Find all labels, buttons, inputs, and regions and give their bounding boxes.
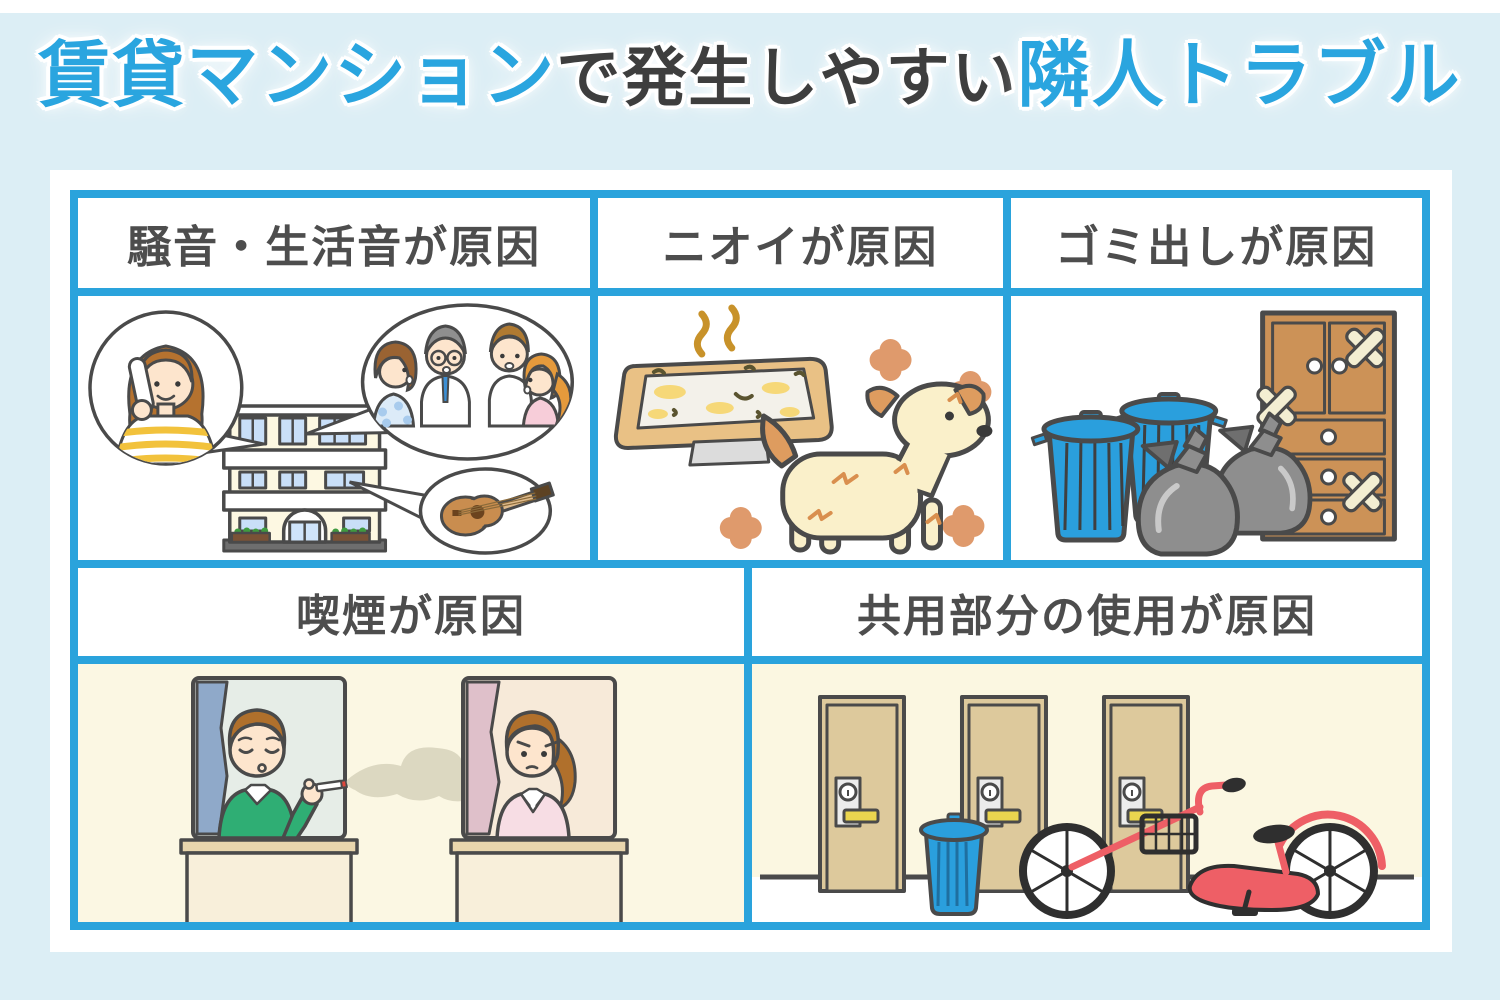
- bike-basket: [1139, 813, 1199, 855]
- content-card: 騒音・生活音が原因: [50, 170, 1452, 952]
- odor-illustration: [598, 296, 1003, 560]
- common-area-illustration: [752, 664, 1422, 922]
- title-highlight-left: 賃貸マンション: [38, 36, 557, 116]
- right-balcony-wall: [455, 851, 623, 922]
- door-1: [818, 695, 907, 893]
- apartment-doors: [818, 695, 1191, 893]
- front-wheel: [1019, 823, 1116, 919]
- left-balcony-wall: [185, 851, 353, 922]
- title-highlight-right: 隣人トラブル: [1017, 36, 1462, 116]
- trouble-grid: 騒音・生活音が原因: [70, 190, 1430, 930]
- odor-illustration-svg: [614, 304, 993, 555]
- noise-illustration-svg: [88, 303, 575, 555]
- guitar-icon: [439, 481, 555, 537]
- litter-tray: [614, 356, 834, 467]
- bike-frame-body: [1187, 863, 1321, 912]
- smoking-man: [217, 708, 348, 840]
- top-white-strip: [0, 0, 1500, 13]
- tape-x-icon: [1255, 327, 1386, 513]
- pink-curtain: [465, 680, 501, 836]
- cigarette-icon: [315, 779, 348, 793]
- bicycle: [1019, 777, 1387, 919]
- handlebar: [1195, 781, 1230, 816]
- cell-common: 共用部分の使用が原因: [752, 568, 1422, 922]
- smoke-cloud: [346, 747, 490, 802]
- door-3: [1102, 695, 1191, 893]
- annoyed-woman: [495, 710, 577, 840]
- blue-curtain: [195, 680, 229, 836]
- cell-garbage: ゴミ出しが原因: [1010, 198, 1422, 560]
- common-area-illustration-svg: [752, 664, 1422, 919]
- phone-woman: [114, 344, 218, 464]
- common-heading: 共用部分の使用が原因: [752, 568, 1422, 656]
- trash-can-front: [1030, 410, 1140, 543]
- garbage-illustration: [1010, 296, 1422, 560]
- garbage-illustration-svg: [1030, 310, 1397, 557]
- cell-smoking: 喫煙が原因: [78, 568, 745, 922]
- page-title: 賃貸マンションで発生しやすい隣人トラブル: [0, 30, 1500, 124]
- stink-lines-icon: [694, 304, 740, 358]
- garbage-heading: ゴミ出しが原因: [1010, 198, 1422, 288]
- smoking-illustration: [78, 664, 745, 922]
- right-balcony-rail: [449, 838, 629, 855]
- smoking-illustration-svg: [78, 664, 745, 922]
- left-balcony-rail: [179, 838, 359, 855]
- dog: [760, 381, 993, 555]
- cell-noise: 騒音・生活音が原因: [78, 198, 591, 560]
- smoking-heading: 喫煙が原因: [78, 568, 745, 656]
- title-middle: で発生しやすい: [556, 42, 1018, 114]
- noise-illustration: [78, 296, 591, 560]
- garbage-bag-front: [1135, 426, 1240, 557]
- discarded-cabinet: [1255, 310, 1397, 542]
- cell-odor: ニオイが原因: [598, 198, 1003, 560]
- hallway-trash-can: [919, 812, 990, 916]
- bike-seat: [1253, 824, 1295, 844]
- smell-puffs: [720, 339, 992, 549]
- noise-heading: 騒音・生活音が原因: [78, 198, 591, 288]
- bike-pedal: [1232, 908, 1259, 916]
- odor-heading: ニオイが原因: [598, 198, 1003, 288]
